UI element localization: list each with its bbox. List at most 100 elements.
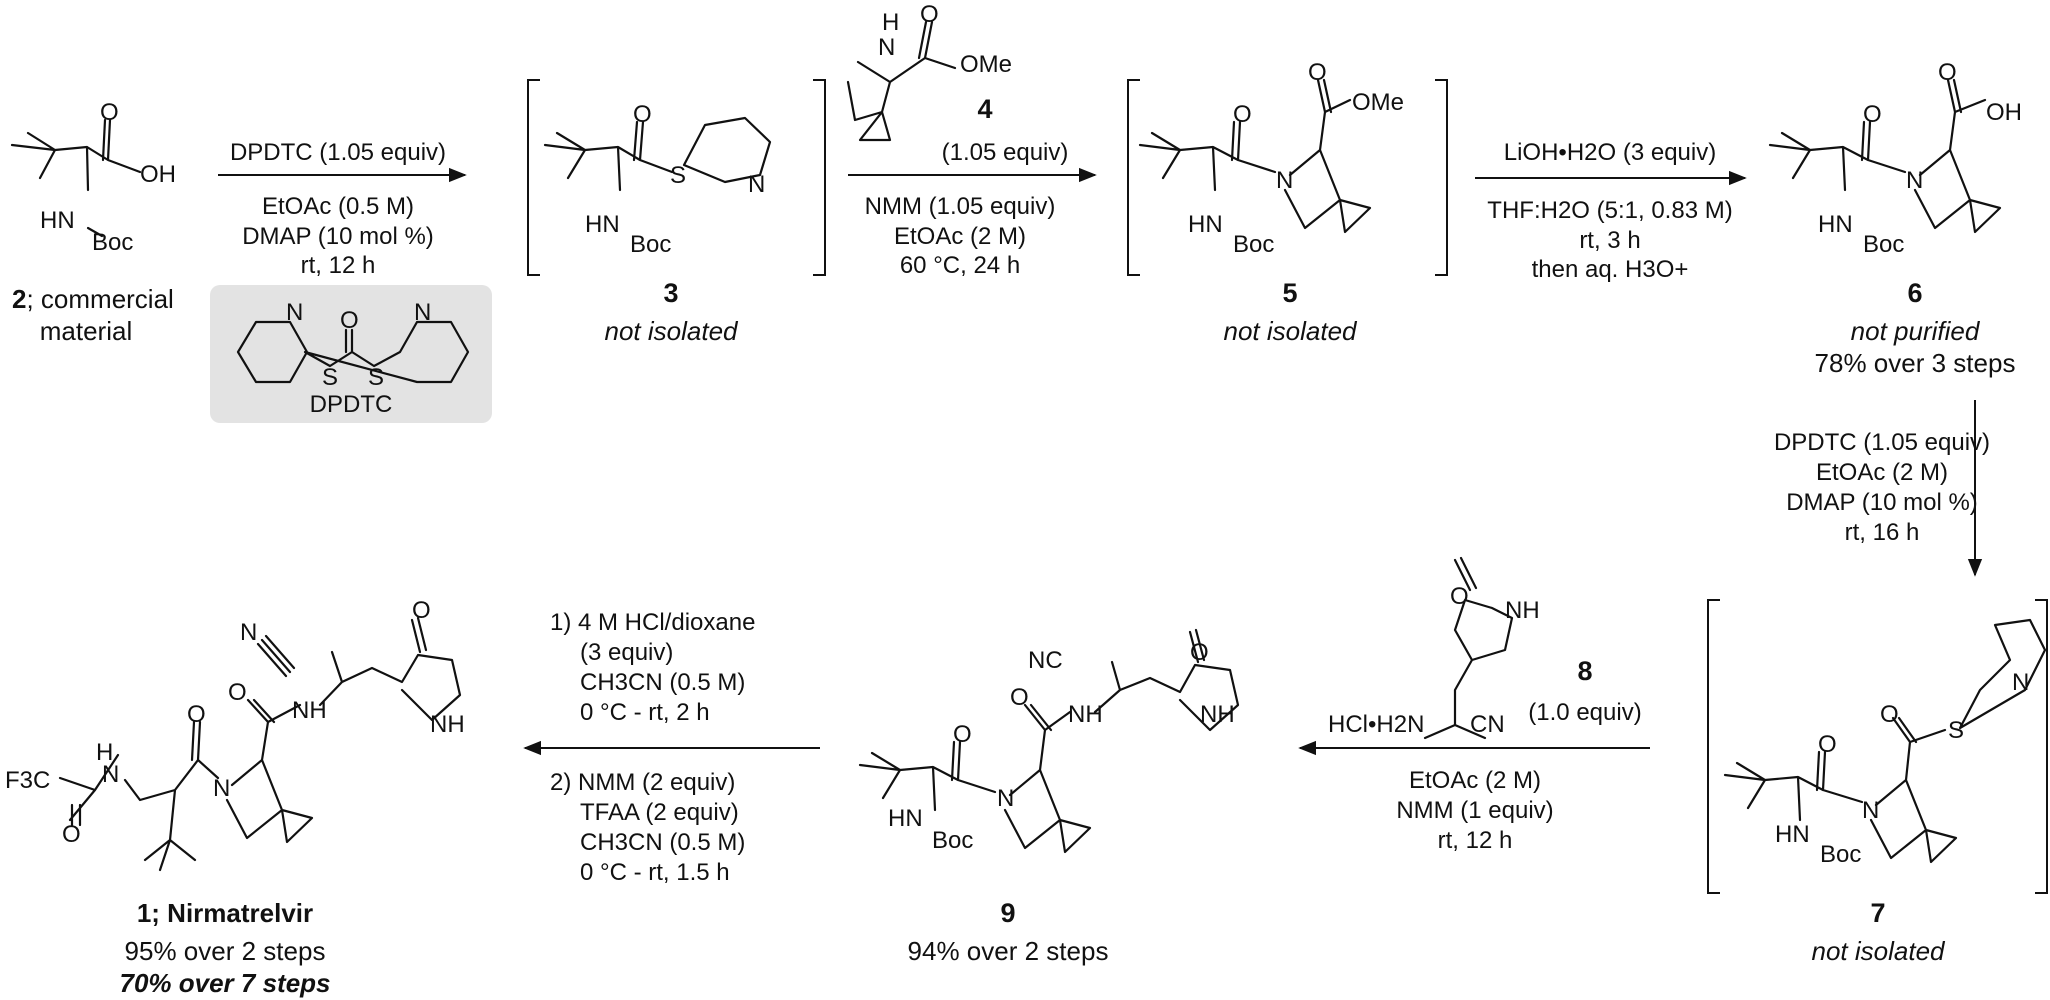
c7-atom-S: S	[1948, 717, 1964, 744]
compound-8: O NH HCl•H2N CN 8 (1.0 equiv)	[1328, 556, 1642, 740]
c1-atom-O: O	[187, 701, 206, 728]
step5-cond-2: NMM (1 equiv)	[1396, 797, 1553, 824]
compound-7-note: not isolated	[1812, 936, 1947, 966]
c9-atom-O: O	[953, 721, 972, 748]
compound-7-number: 7	[1870, 898, 1885, 928]
c3-atom-HN: HN	[585, 211, 620, 238]
c5-atom-O: O	[1233, 101, 1252, 128]
c8-atom-O: O	[1450, 583, 1469, 610]
dpdtc-S-left: S	[322, 364, 338, 391]
step1-cond-2: DMAP (10 mol %)	[242, 223, 434, 250]
step4-cond-1: DPDTC (1.05 equiv)	[1774, 429, 1990, 456]
c1-atom-N: N	[102, 761, 119, 788]
compound-3-note: not isolated	[605, 316, 740, 346]
compound-9-number: 9	[1000, 898, 1015, 928]
c5-atom-HN: HN	[1188, 211, 1223, 238]
c1-atom-H: H	[96, 739, 113, 766]
c6-atom-OH: OH	[1986, 99, 2022, 126]
step6-below-2: TFAA (2 equiv)	[580, 799, 739, 826]
c6-atom-O: O	[1863, 101, 1882, 128]
c1-atom-N-nitrile: N	[240, 619, 257, 646]
c1-atom-N-ring: N	[213, 775, 230, 802]
c7-atom-HN: HN	[1775, 821, 1810, 848]
step2-cond-3: 60 °C, 24 h	[900, 252, 1020, 279]
step6-below-3: CH3CN (0.5 M)	[580, 829, 745, 856]
step6-below-1: 2) NMM (2 equiv)	[550, 769, 735, 796]
c7-atom-O: O	[1818, 731, 1837, 758]
step3-above: LiOH•H2O (3 equiv)	[1504, 139, 1716, 166]
compound-8-equiv: (1.0 equiv)	[1528, 699, 1641, 726]
dpdtc-label: DPDTC	[310, 391, 393, 418]
c6-atom-N: N	[1906, 167, 1923, 194]
step3-cond-2: rt, 3 h	[1579, 227, 1640, 254]
compound-3: O S N HN Boc 3 not isolated	[527, 79, 826, 346]
c9-atom-NH2: NH	[1200, 701, 1235, 728]
c4-atom-N: N	[878, 34, 895, 61]
step3-cond-3: then aq. H3O+	[1532, 256, 1689, 283]
dpdtc-S-right: S	[368, 364, 384, 391]
c7-atom-Boc: Boc	[1820, 841, 1861, 868]
compound-8-number: 8	[1577, 656, 1592, 686]
c7-atom-N: N	[1862, 797, 1879, 824]
step1-conditions: EtOAc (0.5 M) DMAP (10 mol %) rt, 12 h	[242, 193, 434, 279]
dpdtc-N-left: N	[286, 299, 303, 326]
c5-atom-OMe: OMe	[1352, 89, 1404, 116]
c1-atom-O2: O	[228, 679, 247, 706]
c9-atom-O3: O	[1190, 639, 1209, 666]
step4-cond-4: rt, 16 h	[1845, 519, 1920, 546]
step2-cond-2: EtOAc (2 M)	[894, 223, 1026, 250]
step6-above-2: (3 equiv)	[580, 639, 673, 666]
compound-6: O N O OH HN Boc 6 not purified 78% over …	[1768, 59, 2022, 378]
dpdtc-N-right: N	[414, 299, 431, 326]
c1-atom-O3: O	[412, 597, 431, 624]
c5-atom-N: N	[1276, 167, 1293, 194]
c7-atom-O2: O	[1880, 701, 1899, 728]
step1-cond-3: rt, 12 h	[301, 252, 376, 279]
compound-9-yield: 94% over 2 steps	[908, 936, 1109, 966]
step6-above-4: 0 °C - rt, 2 h	[580, 699, 710, 726]
compound-4-equiv: (1.05 equiv)	[942, 139, 1069, 166]
c4-atom-O: O	[920, 1, 939, 28]
c9-atom-NC: NC	[1028, 647, 1063, 674]
atom-HN: HN	[40, 207, 75, 234]
compound-1-nirmatrelvir: F3C O H N O N O NH N O NH 1; Nirmatrelvi…	[5, 597, 465, 998]
c9-atom-N: N	[997, 785, 1014, 812]
compound-5-note: not isolated	[1224, 316, 1359, 346]
c4-atom-H: H	[882, 9, 899, 36]
atom-OH: OH	[140, 161, 176, 188]
c3-atom-S: S	[670, 162, 686, 189]
c3-atom-O: O	[633, 101, 652, 128]
compound-5: O N O OMe HN Boc 5 not isolated	[1127, 59, 1448, 346]
compound-9: O N O NH NC O NH HN Boc 9 94% over 2 ste…	[858, 628, 1240, 966]
c8-atom-HClH2N: HCl•H2N	[1328, 711, 1424, 738]
dpdtc-O: O	[340, 307, 359, 334]
compound-3-number: 3	[663, 278, 678, 308]
c6-atom-HN: HN	[1818, 211, 1853, 238]
c4-atom-OMe: OMe	[960, 51, 1012, 78]
step1-cond-1: EtOAc (0.5 M)	[262, 193, 414, 220]
compound-2: O OH HN Boc 2; commercial material	[10, 99, 176, 346]
dpdtc-reagent-box: N N O S S DPDTC	[210, 285, 492, 423]
step4-cond-3: DMAP (10 mol %)	[1786, 489, 1978, 516]
compound-4-number: 4	[977, 94, 992, 124]
compound-6-number: 6	[1907, 278, 1922, 308]
compound-2-desc: material	[40, 316, 132, 346]
c1-atom-NH2: NH	[430, 711, 465, 738]
compound-4: H N O OMe 4 (1.05 equiv)	[846, 1, 1069, 166]
step1-above: DPDTC (1.05 equiv)	[230, 139, 446, 166]
compound-1-yield-2: 70% over 7 steps	[119, 968, 330, 998]
c3-atom-N: N	[748, 171, 765, 198]
step6-above-3: CH3CN (0.5 M)	[580, 669, 745, 696]
c8-atom-CN: CN	[1470, 711, 1505, 738]
step2-cond-1: NMM (1.05 equiv)	[865, 193, 1056, 220]
c9-atom-HN: HN	[888, 805, 923, 832]
compound-5-number: 5	[1282, 278, 1297, 308]
c3-atom-Boc: Boc	[630, 231, 671, 258]
dpdtc-box-bg	[210, 285, 492, 423]
step4-cond-2: EtOAc (2 M)	[1816, 459, 1948, 486]
c9-atom-Boc: Boc	[932, 827, 973, 854]
c1-atom-O-amide: O	[62, 821, 81, 848]
compound-6-yield: 78% over 3 steps	[1815, 348, 2016, 378]
c8-atom-NH: NH	[1505, 597, 1540, 624]
